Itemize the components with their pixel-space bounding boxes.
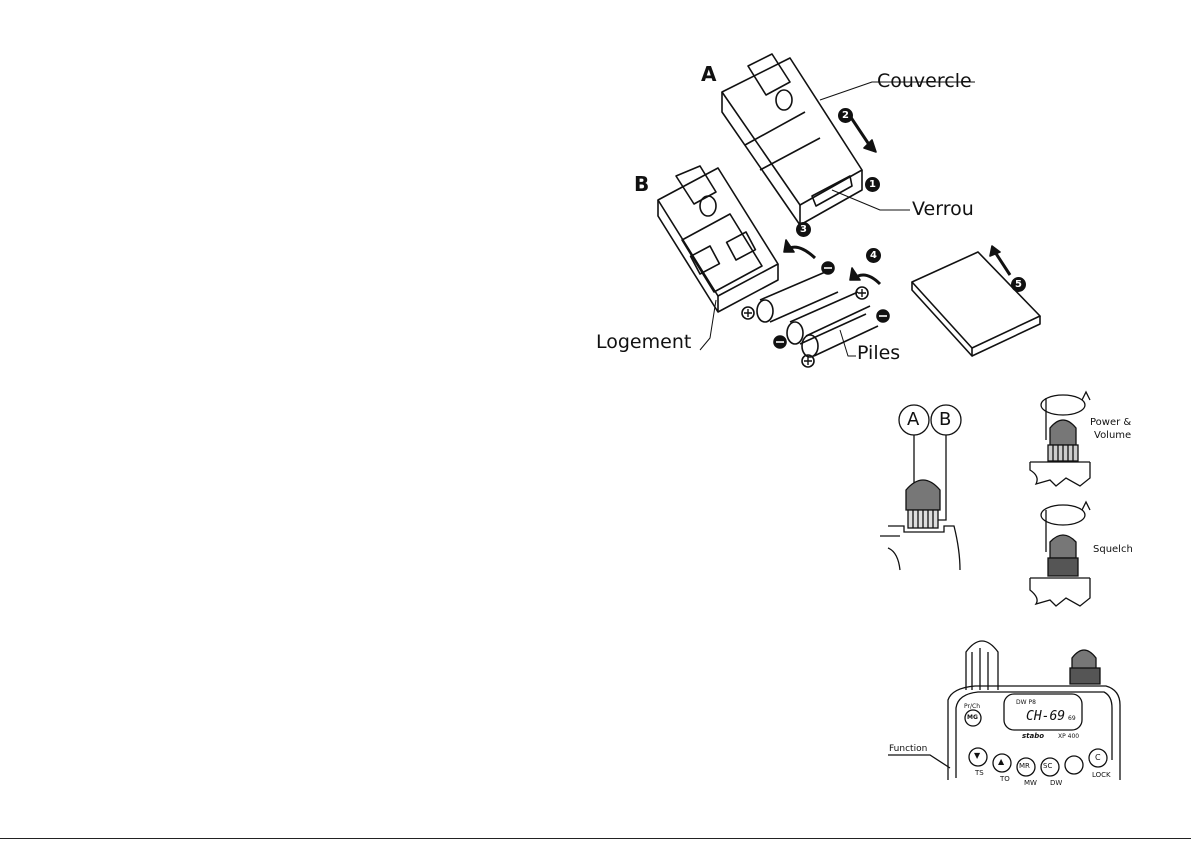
- display-status-text: DW P8: [1016, 700, 1036, 706]
- to-sublabel: TO: [1000, 776, 1010, 783]
- c-key[interactable]: C: [1095, 754, 1101, 762]
- mr-key[interactable]: MR: [1019, 763, 1030, 770]
- display-channel-text: CH-69: [1026, 710, 1065, 723]
- sc-key[interactable]: SC: [1043, 763, 1052, 770]
- function-label: Function: [889, 745, 927, 754]
- ts-sublabel: TS: [975, 770, 984, 777]
- lock-sublabel: LOCK: [1092, 772, 1111, 779]
- bottom-rule: [0, 838, 1191, 839]
- brand-label: stabo: [1022, 733, 1044, 740]
- pr-ch-label: Pr/Ch: [964, 704, 980, 710]
- dw-sublabel: DW: [1050, 780, 1062, 787]
- mg-button[interactable]: MG: [967, 715, 978, 721]
- to-key[interactable]: ▲: [998, 758, 1004, 766]
- ts-key[interactable]: ▼: [974, 752, 980, 760]
- model-label: XP 400: [1058, 734, 1079, 740]
- mw-sublabel: MW: [1024, 780, 1037, 787]
- display-small-number: 69: [1068, 716, 1076, 722]
